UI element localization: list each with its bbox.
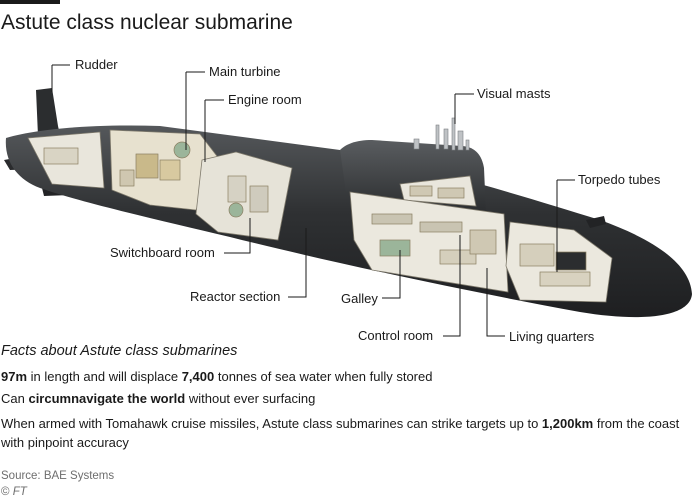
submarine-cutaway-diagram (4, 64, 693, 337)
fact-text: Can (1, 391, 29, 406)
leader-reactor-section (288, 228, 307, 298)
copyright-symbol: © (1, 486, 10, 498)
label-visual-masts: Visual masts (477, 86, 551, 101)
copyright-note: © FT (1, 486, 27, 498)
source-note: Source: BAE Systems (1, 470, 115, 482)
label-torpedo-tubes: Torpedo tubes (578, 172, 661, 187)
label-living-quarters: Living quarters (509, 329, 595, 344)
fact-text: without ever surfacing (185, 391, 316, 406)
visual-masts (413, 117, 470, 151)
leader-galley (382, 250, 401, 299)
leader-switchboard-room (224, 218, 251, 254)
leader-control-room (443, 235, 461, 337)
label-engine-room: Engine room (228, 92, 302, 107)
fact-text: from the coast with pinpoint accuracy (1, 416, 680, 450)
fact-emphasis: circumnavigate the world (28, 391, 186, 406)
label-control-room: Control room (358, 328, 434, 343)
copyright-brand: FT (12, 486, 27, 498)
brand-top-bar (0, 0, 60, 4)
label-rudder: Rudder (75, 57, 118, 72)
leader-lines (51, 64, 575, 337)
label-reactor-section: Reactor section (190, 289, 281, 304)
fact-distance-value: 1,200km (541, 416, 594, 431)
fact-text: in length and will displace (27, 369, 182, 384)
label-galley: Galley (341, 291, 378, 306)
bow-plane (586, 216, 606, 228)
fact-text: When armed with Tomahawk cruise missiles… (1, 416, 542, 431)
leader-living-quarters (486, 268, 505, 337)
fact-circumnavigate: Can circumnavigate the world without eve… (1, 389, 691, 408)
fact-tonnes-value: 7,400 (181, 369, 215, 384)
fact-length-value: 97m (1, 369, 28, 384)
label-switchboard-room: Switchboard room (110, 245, 215, 260)
fact-text: tonnes of sea water when fully stored (214, 369, 433, 384)
fact-length-displacement: 97m in length and will displace 7,400 to… (1, 367, 691, 386)
facts-heading: Facts about Astute class submarines (1, 343, 238, 359)
rudder-fin (36, 88, 60, 136)
fact-tomahawk-range: When armed with Tomahawk cruise missiles… (1, 414, 691, 452)
page-title: Astute class nuclear submarine (1, 11, 293, 34)
label-main-turbine: Main turbine (209, 64, 281, 79)
